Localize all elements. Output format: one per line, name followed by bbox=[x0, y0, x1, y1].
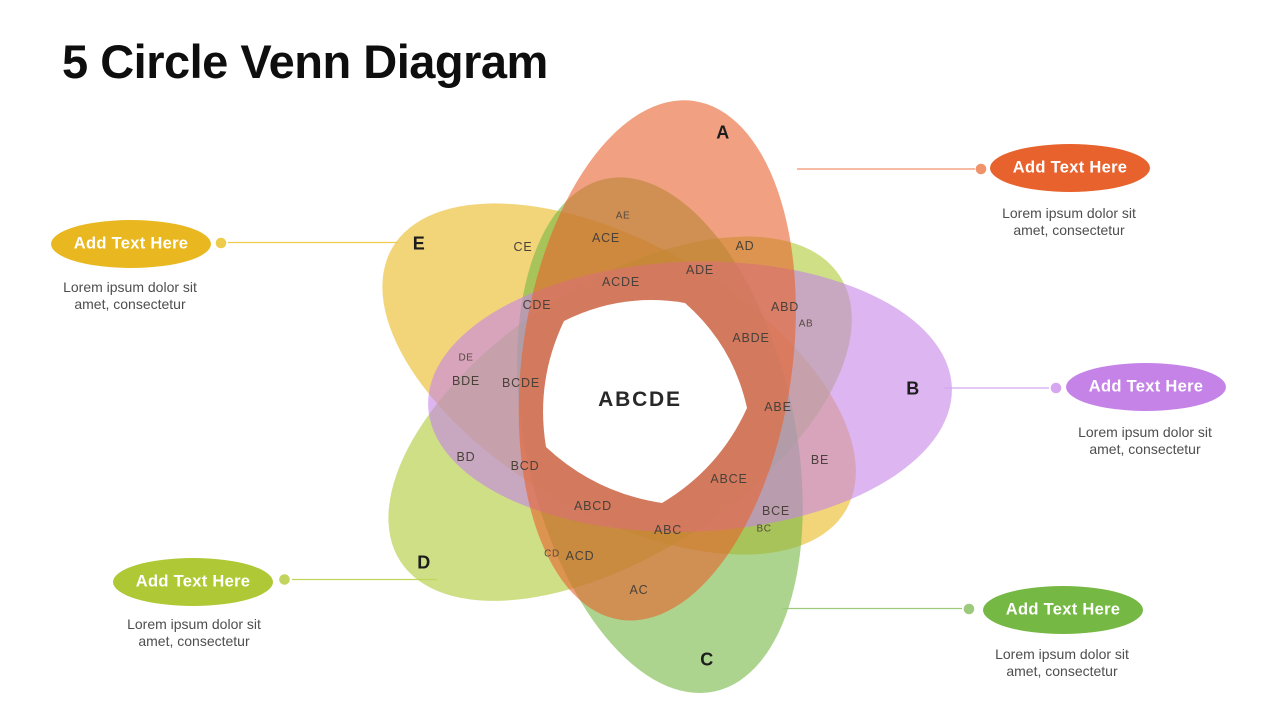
callout-pill-d[interactable] bbox=[113, 558, 273, 606]
region-label-ad: AD bbox=[735, 239, 755, 253]
region-label-abcd: ABCD bbox=[574, 499, 612, 513]
set-label-c: C bbox=[700, 649, 714, 670]
region-label-ace: ACE bbox=[591, 231, 621, 245]
callout-dot-d bbox=[279, 574, 290, 585]
region-label-abcde: ABCDE bbox=[598, 388, 682, 411]
callout-b-caption: Lorem ipsum dolor sit amet, consectetur bbox=[1030, 424, 1260, 457]
region-label-ab: AB bbox=[798, 318, 814, 330]
region-label-de: DE bbox=[458, 352, 474, 364]
set-label-d: D bbox=[417, 552, 431, 573]
region-label-abe: ABE bbox=[764, 400, 792, 414]
page-title: 5 Circle Venn Diagram bbox=[62, 35, 548, 88]
region-label-bce: BCE bbox=[761, 504, 791, 518]
region-label-bcde: BCDE bbox=[502, 376, 540, 390]
region-label-bcd: BCD bbox=[510, 459, 540, 473]
region-label-bd: BD bbox=[456, 450, 476, 464]
callout-a-caption: Lorem ipsum dolor sit amet, consectetur bbox=[954, 205, 1184, 238]
set-label-b: B bbox=[906, 378, 920, 399]
region-label-abde: ABDE bbox=[732, 331, 770, 345]
callout-e-caption: Lorem ipsum dolor sit amet, consectetur bbox=[15, 279, 245, 312]
callout-dot-e bbox=[215, 237, 227, 249]
caption-line: amet, consectetur bbox=[1089, 440, 1201, 457]
callout-e-label[interactable]: Add Text Here bbox=[73, 234, 189, 253]
set-label-a: A bbox=[716, 122, 730, 143]
callout-dot-a bbox=[975, 163, 987, 175]
callout-d-caption: Lorem ipsum dolor sit amet, consectetur bbox=[79, 616, 309, 649]
callout-pill-e[interactable] bbox=[51, 220, 211, 268]
region-label-abd: ABD bbox=[770, 300, 800, 314]
callout-c-caption: Lorem ipsum dolor sit amet, consectetur bbox=[947, 646, 1177, 679]
caption-line: amet, consectetur bbox=[1006, 662, 1118, 679]
region-label-ac: AC bbox=[629, 583, 649, 597]
region-label-ade: ADE bbox=[685, 263, 715, 277]
region-label-ae: AE bbox=[615, 210, 631, 222]
callout-pill-b[interactable] bbox=[1066, 363, 1226, 411]
venn-center-shape bbox=[543, 300, 747, 503]
callout-c-label[interactable]: Add Text Here bbox=[1005, 600, 1121, 619]
region-label-bc: BC bbox=[756, 523, 772, 535]
callout-dot-b bbox=[1050, 382, 1062, 394]
region-label-ce: CE bbox=[513, 240, 533, 254]
caption-line: Lorem ipsum dolor sit bbox=[127, 616, 261, 632]
caption-line: Lorem ipsum dolor sit bbox=[63, 279, 197, 295]
region-label-cd: CD bbox=[544, 548, 560, 560]
callout-pill-a[interactable] bbox=[990, 144, 1150, 192]
callout-d-label[interactable]: Add Text Here bbox=[135, 572, 251, 591]
region-label-abc: ABC bbox=[653, 523, 683, 537]
caption-line: Lorem ipsum dolor sit bbox=[1002, 205, 1136, 221]
caption-line: amet, consectetur bbox=[1013, 221, 1125, 238]
callout-pill-c[interactable] bbox=[983, 586, 1143, 634]
region-label-cde: CDE bbox=[522, 298, 552, 312]
callout-dot-c bbox=[963, 603, 975, 615]
callout-a-label[interactable]: Add Text Here bbox=[1012, 158, 1128, 177]
set-label-e: E bbox=[412, 233, 426, 254]
region-label-abce: ABCE bbox=[710, 472, 748, 486]
caption-line: Lorem ipsum dolor sit bbox=[995, 646, 1129, 662]
caption-line: amet, consectetur bbox=[74, 295, 186, 312]
region-label-acde: ACDE bbox=[602, 275, 640, 289]
region-label-acd: ACD bbox=[565, 549, 595, 563]
caption-line: Lorem ipsum dolor sit bbox=[1078, 424, 1212, 440]
region-label-bde: BDE bbox=[451, 374, 481, 388]
callout-b-label[interactable]: Add Text Here bbox=[1088, 377, 1204, 396]
caption-line: amet, consectetur bbox=[138, 632, 250, 649]
region-label-be: BE bbox=[810, 453, 830, 467]
